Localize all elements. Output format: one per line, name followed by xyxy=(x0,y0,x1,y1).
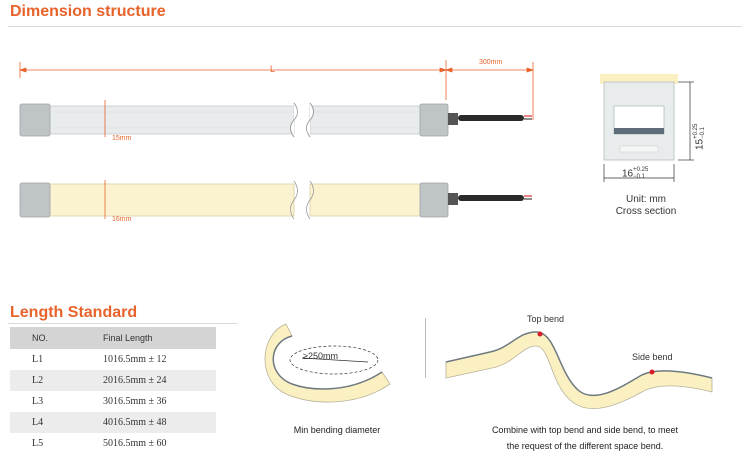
table-row: L2 2016.5mm ± 24 xyxy=(10,370,216,391)
side-bend-marker xyxy=(649,369,655,375)
dimension-structure-title: Dimension structure xyxy=(10,3,166,20)
side-bend-label: Side bend xyxy=(632,352,673,362)
row-no: L5 xyxy=(32,438,44,449)
combine-caption-line1: Combine with top bend and side bend, to … xyxy=(491,425,679,435)
cross-height-dimension: 15+0.25−0.1 xyxy=(693,123,706,150)
end-cap-right xyxy=(419,103,449,137)
table-row: L1 1016.5mm ± 12 xyxy=(10,349,216,370)
cross-width-dimension: 16+0.25−0.1 xyxy=(622,167,649,180)
row-no: L1 xyxy=(32,354,44,365)
end-cap-right xyxy=(419,182,449,218)
cable xyxy=(458,195,524,201)
unit-label: Unit: mm xyxy=(626,194,666,205)
cross-section-caption: Cross section xyxy=(615,206,677,217)
section-divider xyxy=(425,318,426,378)
cross-section-drawing xyxy=(600,74,694,182)
column-header-length: Final Length xyxy=(95,327,216,349)
table-header-row: NO. Final Length xyxy=(10,327,216,349)
strip-drawings xyxy=(18,60,535,220)
table-row: L3 3016.5mm ± 36 xyxy=(10,391,216,412)
row-length: 5016.5mm ± 60 xyxy=(103,438,167,449)
length-label: L xyxy=(270,64,276,74)
row-no: L4 xyxy=(10,412,95,433)
row-length: 2016.5mm ± 24 xyxy=(95,370,216,391)
top-bend-marker xyxy=(537,331,543,337)
strip-warm xyxy=(19,180,532,220)
strip2-height-label: 16mm xyxy=(112,216,132,223)
min-bend-caption: Min bending diameter xyxy=(293,425,381,435)
length-table: NO. Final Length L1 1016.5mm ± 12 L2 201… xyxy=(10,327,216,454)
column-header-no: NO. xyxy=(10,327,95,349)
cable xyxy=(458,115,524,121)
cable-length-label: 300mm xyxy=(479,59,503,66)
bend-diameter-label: ≥250mm xyxy=(303,351,338,361)
row-no: L2 xyxy=(10,370,95,391)
strip-clear xyxy=(19,100,532,138)
length-dimension-line xyxy=(18,60,535,120)
combine-caption-line2: the request of the different space bend. xyxy=(506,441,664,451)
combined-bend-illustration xyxy=(445,331,713,409)
top-bend-label: Top bend xyxy=(527,314,565,324)
min-bend-illustration xyxy=(264,323,391,403)
table-row: L4 4016.5mm ± 48 xyxy=(10,412,216,433)
length-divider xyxy=(8,323,238,324)
end-cap-left xyxy=(19,103,51,137)
row-length: 4016.5mm ± 48 xyxy=(95,412,216,433)
table-row: L5 5016.5mm ± 60 xyxy=(10,433,216,454)
strip1-height-label: 15mm xyxy=(112,135,132,142)
end-cap-left xyxy=(19,182,51,218)
row-length: 3016.5mm ± 36 xyxy=(103,396,167,407)
length-standard-title: Length Standard xyxy=(10,304,138,321)
row-length: 1016.5mm ± 12 xyxy=(103,354,167,365)
title-divider xyxy=(8,26,742,27)
row-no: L3 xyxy=(32,396,44,407)
